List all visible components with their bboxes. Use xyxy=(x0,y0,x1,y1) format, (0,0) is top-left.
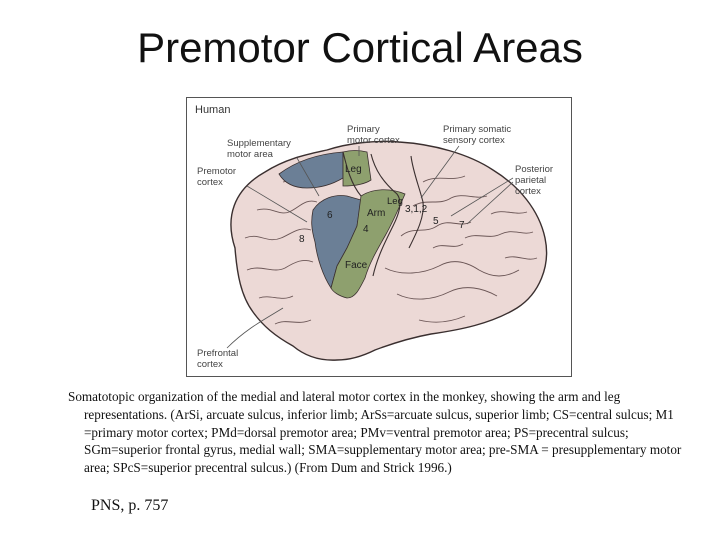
motor-strip-region xyxy=(330,189,406,299)
premotor-region xyxy=(311,195,362,289)
figure-caption: Somatotopic organization of the medial a… xyxy=(68,389,682,476)
brain-outline xyxy=(230,140,548,361)
region-leg-medial: Leg xyxy=(345,164,362,175)
label-posterior-1: Posterior xyxy=(515,164,553,175)
label-primary-motor-1: Primary xyxy=(347,124,380,135)
slide-title: Premotor Cortical Areas xyxy=(137,24,583,71)
area-6: 6 xyxy=(327,210,333,221)
label-premotor-2: cortex xyxy=(197,177,223,188)
area-7: 7 xyxy=(459,220,465,231)
label-primary-motor-2: motor cortex xyxy=(347,135,400,146)
label-primary-somatic-1: Primary somatic xyxy=(443,124,511,135)
central-sulcus xyxy=(342,151,424,277)
region-arm: Arm xyxy=(367,208,385,219)
region-leg-lateral: Leg xyxy=(387,196,403,207)
brain-diagram: Human Supplementary motor area Primary m… xyxy=(195,104,553,370)
region-face: Face xyxy=(345,260,368,271)
area-8: 8 xyxy=(299,234,305,245)
label-supplementary-2: motor area xyxy=(227,149,274,160)
species-label: Human xyxy=(195,104,230,116)
brain-figure: Human Supplementary motor area Primary m… xyxy=(186,97,572,377)
sma-region xyxy=(278,151,344,189)
label-supplementary-1: Supplementary xyxy=(227,138,291,149)
label-posterior-3: cortex xyxy=(515,186,541,197)
label-prefrontal-1: Prefrontal xyxy=(197,348,238,359)
leader-lines xyxy=(226,145,514,349)
page-reference: PNS, p. 757 xyxy=(91,497,169,514)
label-primary-somatic-2: sensory cortex xyxy=(443,135,505,146)
area-5: 5 xyxy=(433,216,439,227)
label-premotor-1: Premotor xyxy=(197,166,236,177)
area-4: 4 xyxy=(363,224,369,235)
label-posterior-2: parietal xyxy=(515,175,546,186)
area-312: 3,1,2 xyxy=(405,204,428,215)
label-prefrontal-2: cortex xyxy=(197,359,223,370)
